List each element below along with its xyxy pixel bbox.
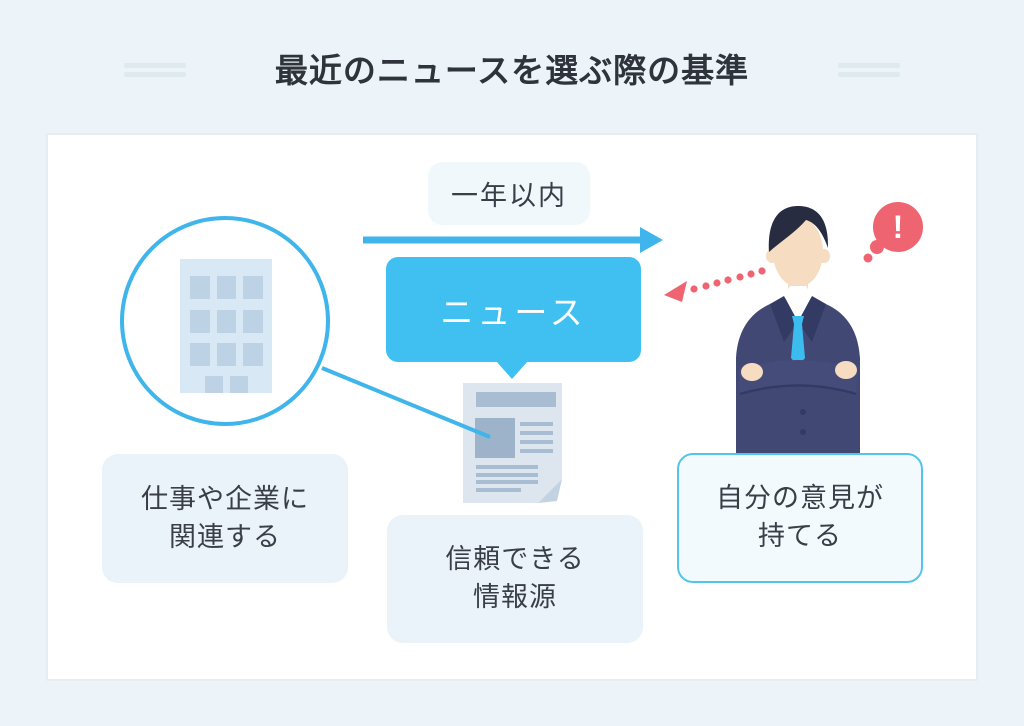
- page-title: 最近のニュースを選ぶ際の基準: [274, 52, 750, 89]
- exclamation-mark: !: [893, 209, 904, 245]
- period-label: 一年以内: [451, 181, 567, 211]
- building-icon: [180, 259, 272, 393]
- title-accent-right: [838, 63, 900, 77]
- reason-work-line1: 仕事や企業に: [141, 483, 309, 514]
- reason-box-work: 仕事や企業に 関連する: [102, 454, 348, 583]
- magnifier-circle-icon: [120, 216, 330, 426]
- reason-source-line2: 情報源: [473, 582, 557, 612]
- title-accent-left: [124, 63, 186, 77]
- reason-opinion-line1: 自分の意見が: [716, 483, 884, 514]
- exclamation-bubble-icon: !: [855, 195, 935, 275]
- reason-box-opinion: 自分の意見が 持てる: [677, 453, 923, 583]
- news-box-pointer: [496, 361, 528, 379]
- news-box: ニュース: [386, 257, 641, 379]
- reason-source-line1: 信頼できる: [445, 544, 585, 575]
- businessman-icon: [700, 200, 900, 462]
- reason-box-source: 信頼できる 情報源: [387, 515, 643, 643]
- news-label: ニュース: [440, 293, 587, 331]
- period-label-box: 一年以内: [428, 162, 590, 225]
- newspaper-icon: [458, 380, 568, 508]
- reason-work-line2: 関連する: [169, 521, 281, 552]
- reason-opinion-line2: 持てる: [758, 521, 842, 551]
